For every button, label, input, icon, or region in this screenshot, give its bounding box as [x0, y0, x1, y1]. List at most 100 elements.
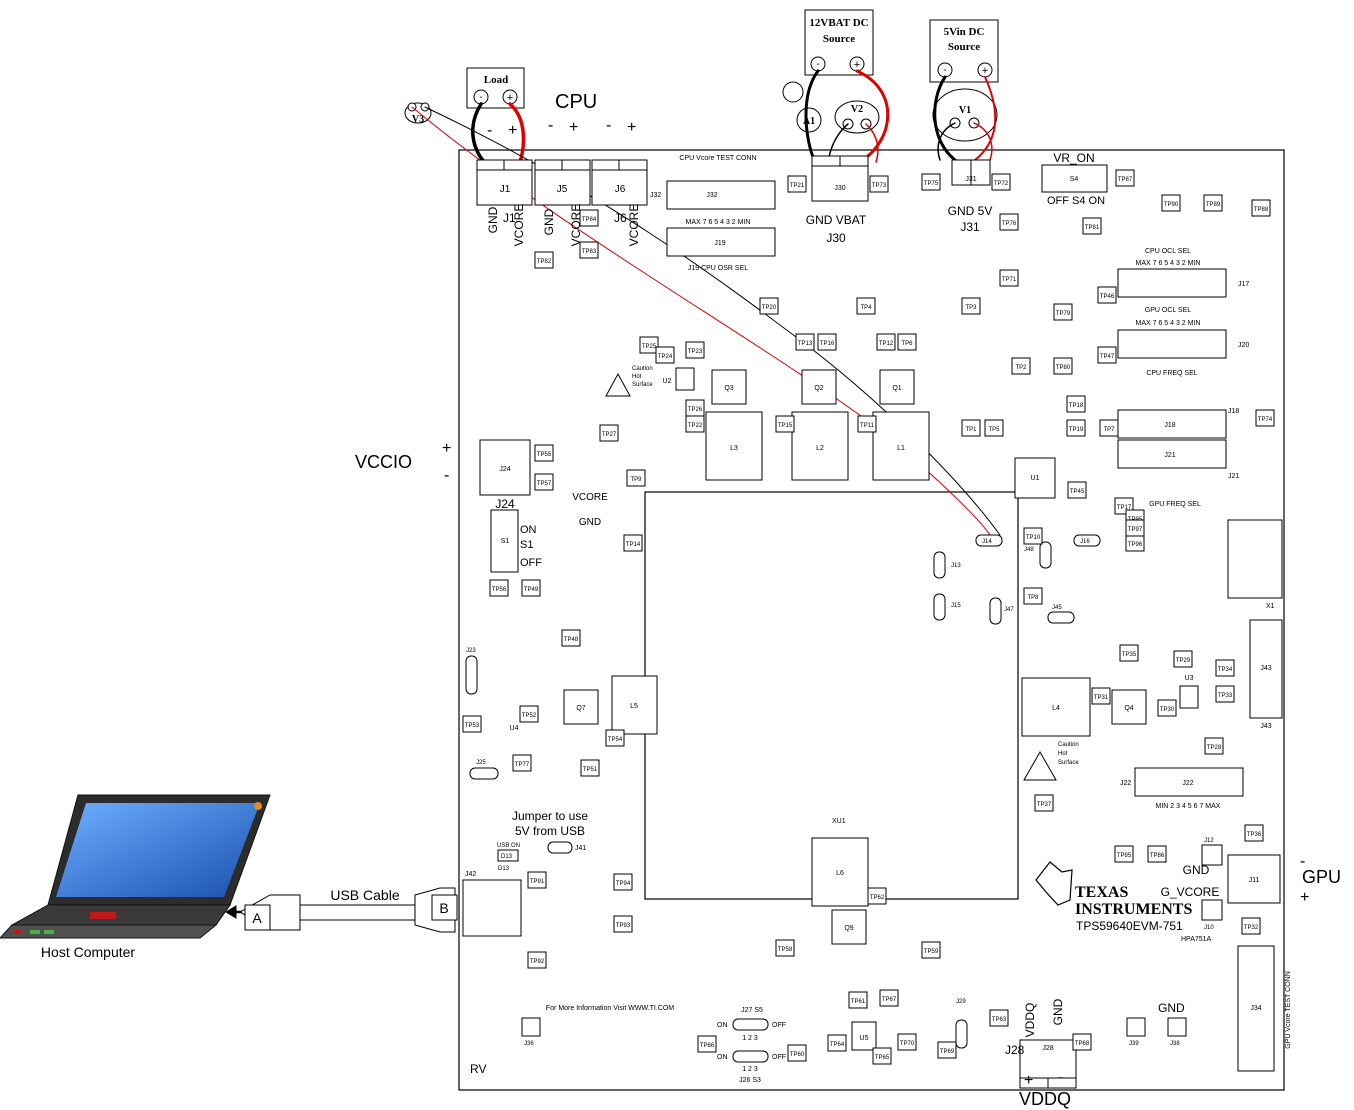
svg-text:J42: J42 — [465, 871, 476, 878]
gpu-rail-label: GPU — [1302, 867, 1341, 887]
testpoint-label: TP72 — [994, 181, 1009, 187]
testpoint-tp12: TP12 — [876, 333, 896, 351]
vddq-rail-label: VDDQ — [1019, 1089, 1071, 1109]
svg-text:J19: J19 — [714, 240, 725, 247]
svg-text:Hot: Hot — [1058, 751, 1068, 757]
testpoint-tp93: TP93 — [613, 915, 633, 933]
svg-text:J26 S3: J26 S3 — [739, 1077, 761, 1084]
testpoint-tp92: TP92 — [527, 951, 547, 969]
svg-text:J22: J22 — [1182, 780, 1193, 787]
svg-text:Caution: Caution — [1058, 742, 1079, 748]
svg-text:OFF S4 ON: OFF S4 ON — [1047, 195, 1105, 207]
svg-text:D13: D13 — [501, 854, 513, 860]
testpoint-tp67: TP67 — [879, 989, 899, 1007]
testpoint-label: TP75 — [924, 181, 939, 187]
svg-text:U3: U3 — [1185, 675, 1194, 682]
load-minus: - — [479, 92, 482, 103]
testpoint-label: TP22 — [688, 423, 703, 429]
testpoint-tp23: TP23 — [685, 341, 705, 359]
svg-text:J29: J29 — [956, 999, 966, 1005]
svg-text:J38: J38 — [1170, 1041, 1180, 1047]
svg-text:GND: GND — [579, 517, 601, 528]
testpoint-tp11: TP11 — [857, 415, 877, 433]
svg-text:L5: L5 — [630, 703, 638, 710]
testpoint-tp29: TP29 — [1173, 650, 1193, 668]
testpoint-tp61: TP61 — [848, 991, 868, 1009]
testpoint-tp76: TP76 — [999, 213, 1019, 231]
testpoint-label: TP18 — [1069, 403, 1084, 409]
testpoint-tp22: TP22 — [685, 415, 705, 433]
testpoint-label: TP27 — [602, 432, 617, 438]
testpoint-tp34: TP34 — [1215, 659, 1235, 677]
connector-j1: J1 GND VCORE J1 — [476, 159, 533, 246]
svg-text:U5: U5 — [860, 1035, 869, 1042]
svg-text:J30: J30 — [834, 185, 845, 192]
svg-text:Hot: Hot — [632, 374, 642, 380]
testpoint-tp85: TP85 — [1114, 845, 1134, 863]
svg-text:J43: J43 — [1260, 665, 1271, 672]
svg-text:Q7: Q7 — [576, 705, 585, 712]
testpoint-label: TP87 — [1118, 177, 1133, 183]
svg-text:USB ON: USB ON — [497, 843, 520, 849]
fet-q3: Q3 — [711, 369, 747, 405]
usb-conn-b: B — [431, 894, 458, 921]
svg-text:X1: X1 — [1266, 603, 1275, 610]
vccio-plus: + — [442, 440, 451, 457]
testpoint-label: TP45 — [1070, 489, 1085, 495]
jumper-j13: J13 — [933, 551, 961, 579]
testpoint-label: TP9 — [630, 477, 642, 483]
testpoint-label: TP48 — [564, 637, 579, 643]
svg-text:J18: J18 — [1164, 422, 1175, 429]
testpoint-tp62: TP62 — [867, 887, 887, 905]
testpoint-label: TP56 — [492, 587, 507, 593]
inductor-l3: L3 — [705, 411, 763, 481]
usb-conn-a: A — [244, 904, 271, 931]
testpoint-tp8: TP8 — [1023, 587, 1043, 605]
inductor-l2: L2 — [791, 411, 849, 481]
inductor-l6: L6 — [811, 837, 869, 907]
connector-j22: J22 J22 MIN 2 3 4 5 6 7 MAX — [1120, 767, 1244, 810]
vcore-bar: VCORE GND — [572, 492, 608, 528]
svg-text:J47: J47 — [1004, 607, 1014, 613]
cpu-pin-minus-2: - — [548, 117, 553, 134]
connector-j28: J28 VDDQ GND J28 — [1005, 998, 1077, 1089]
svg-text:J18: J18 — [1228, 408, 1239, 415]
svg-text:Q3: Q3 — [724, 385, 733, 392]
testpoint-label: TP89 — [1206, 202, 1221, 208]
vccio-rail-label: VCCIO — [355, 452, 412, 472]
svg-text:J11: J11 — [1249, 877, 1260, 884]
svg-text:L2: L2 — [816, 445, 824, 452]
testpoint-label: TP74 — [1258, 417, 1273, 423]
testpoint-tp9: TP9 — [626, 469, 646, 487]
testpoint-tp73: TP73 — [869, 175, 889, 193]
inductor-l1: L1 — [872, 411, 930, 481]
load-plus: + — [507, 92, 513, 104]
bat12-box: 12VBAT DC Source - + — [804, 9, 874, 76]
testpoint-tp13: TP13 — [795, 333, 815, 351]
jumper-j16: J16 — [1073, 534, 1101, 547]
svg-text:J21: J21 — [1164, 452, 1175, 459]
svg-text:GPU Vcore TEST CONN: GPU Vcore TEST CONN — [1285, 971, 1292, 1049]
testpoint-tp87: TP87 — [1115, 169, 1135, 187]
svg-text:J28: J28 — [1005, 1043, 1025, 1057]
svg-text:J39: J39 — [1129, 1041, 1139, 1047]
testpoint-label: TP47 — [1100, 354, 1115, 360]
switch-s1: S1 ON S1 OFF — [490, 509, 542, 573]
svg-text:U4: U4 — [510, 725, 519, 732]
svg-text:J5: J5 — [557, 184, 568, 195]
svg-text:J34: J34 — [1250, 1005, 1261, 1012]
testpoint-label: TP83 — [582, 249, 597, 255]
testpoint-tp53: TP53 — [462, 715, 482, 733]
cpu-pin-minus-3: - — [606, 117, 611, 134]
testpoint-tp48: TP48 — [561, 629, 581, 647]
testpoint-tp71: TP71 — [999, 269, 1019, 287]
testpoint-tp14: TP14 — [623, 534, 643, 552]
testpoint-label: TP90 — [1164, 202, 1179, 208]
testpoint-tp1: TP1 — [961, 419, 981, 437]
testpoint-tp16: TP16 — [817, 333, 837, 351]
testpoint-tp75: TP75 — [921, 173, 941, 191]
testpoint-tp97: TP97 — [1125, 519, 1145, 537]
testpoint-tp57: TP57 — [534, 473, 554, 491]
testpoint-tp58: TP58 — [775, 939, 795, 957]
